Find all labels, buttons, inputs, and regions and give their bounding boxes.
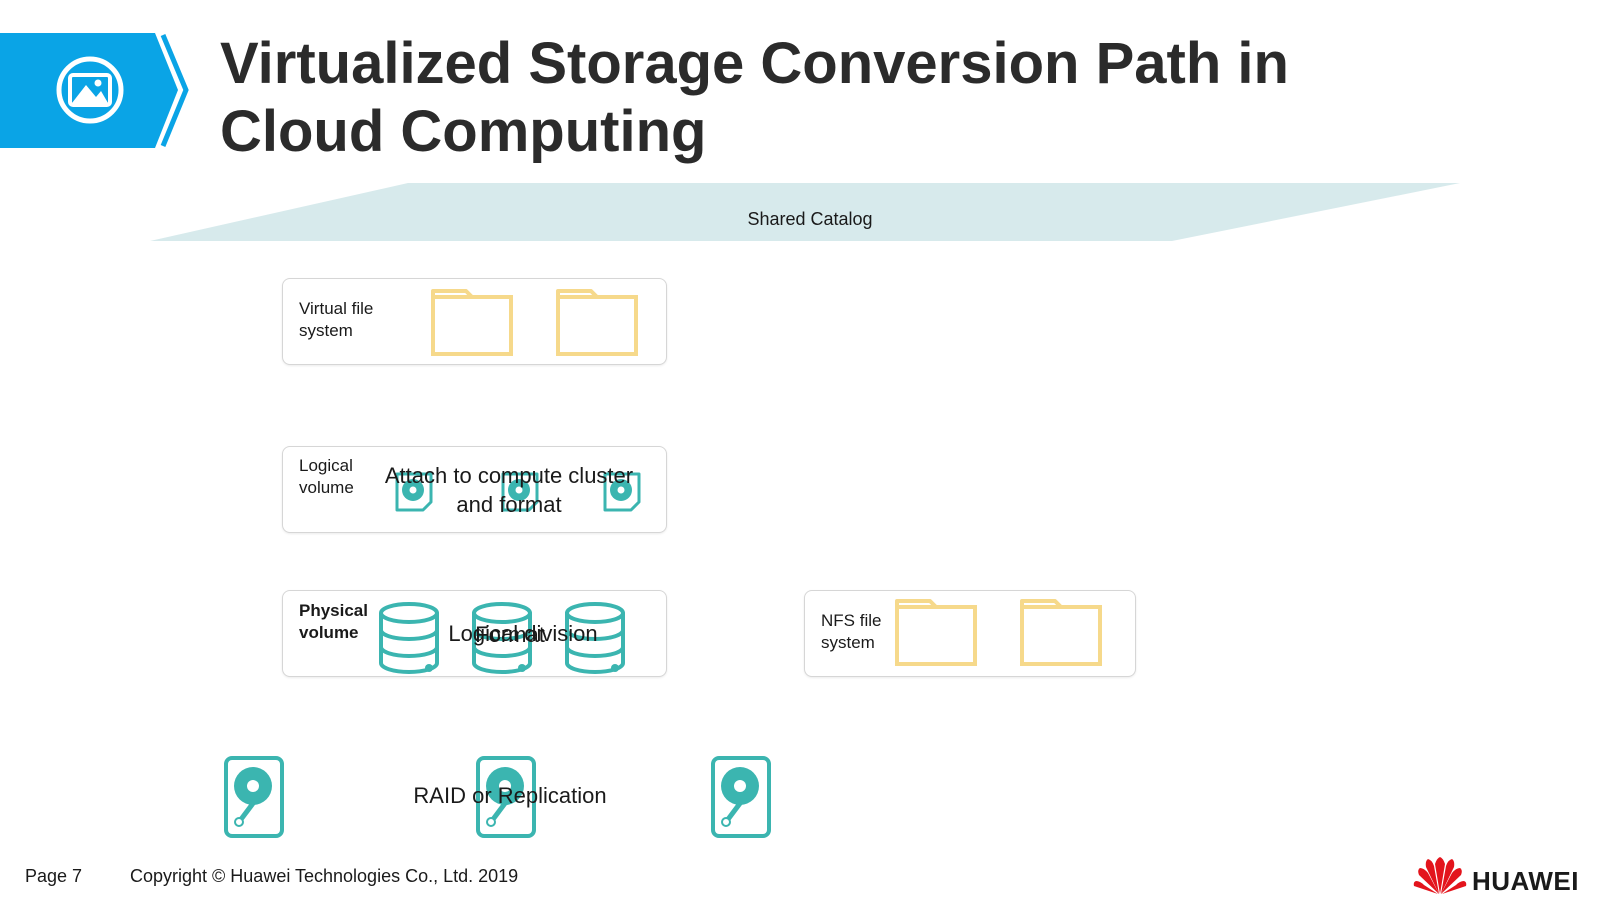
slide-title: Virtualized Storage Conversion Path in C… bbox=[220, 30, 1520, 166]
volume-disk-icon bbox=[603, 472, 641, 512]
slide-title-line1: Virtualized Storage Conversion Path in bbox=[220, 31, 1289, 96]
slide-title-line2: Cloud Computing bbox=[220, 99, 707, 164]
physical-volume-label: Physical volume bbox=[299, 601, 368, 642]
virtual-fs-label: Virtual file system bbox=[299, 299, 374, 340]
hard-disk-icon bbox=[224, 756, 284, 838]
database-icon bbox=[565, 602, 625, 674]
attach-format-label: Attach to compute cluster and format bbox=[384, 463, 634, 517]
hard-disk-icon bbox=[476, 756, 536, 838]
volume-disk-icon bbox=[501, 472, 539, 512]
folder-icon bbox=[431, 289, 513, 356]
header-tab bbox=[0, 33, 189, 148]
folder-icon bbox=[556, 289, 638, 356]
logical-volume-box bbox=[282, 446, 667, 533]
database-icon bbox=[472, 602, 532, 674]
raid-replication-label: RAID or Replication bbox=[413, 783, 607, 808]
virtual-fs-box bbox=[282, 278, 667, 365]
logical-division-label: Logical division bbox=[448, 621, 598, 646]
page-number: Page 7 bbox=[25, 866, 83, 886]
shared-catalog-label: Shared Catalog bbox=[747, 209, 873, 229]
shared-catalog-band bbox=[150, 183, 1460, 241]
copyright: Copyright © Huawei Technologies Co., Ltd… bbox=[130, 866, 519, 886]
folder-icon bbox=[1020, 599, 1102, 666]
brand-name: HUAWEI bbox=[1472, 866, 1579, 896]
image-icon bbox=[56, 56, 124, 124]
hard-disk-icon bbox=[711, 756, 771, 838]
volume-disk-icon bbox=[395, 472, 433, 512]
format-label: Format bbox=[475, 622, 545, 647]
database-icon bbox=[379, 602, 439, 674]
folder-icon bbox=[895, 599, 977, 666]
logical-volume-label: Logical volume bbox=[299, 456, 354, 497]
huawei-logo-icon bbox=[1413, 857, 1467, 894]
nfs-fs-label: NFS file system bbox=[821, 611, 882, 652]
